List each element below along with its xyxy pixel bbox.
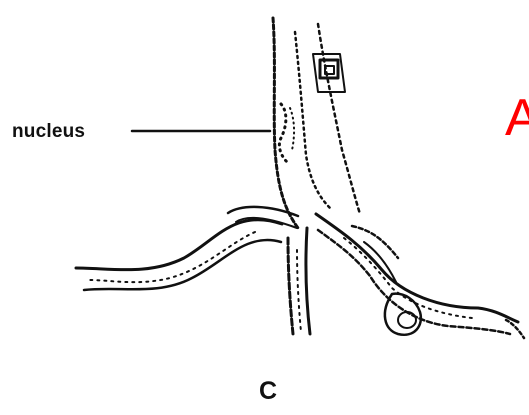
left-branch-upper-edge bbox=[76, 220, 282, 270]
left-branch-lower-edge bbox=[84, 240, 281, 290]
marker-label: A bbox=[505, 92, 529, 144]
cell-body-right-edge bbox=[318, 24, 360, 214]
nucleus-dots-2 bbox=[290, 108, 294, 150]
upper-right-nucleus bbox=[320, 60, 338, 78]
panel-label: C bbox=[259, 377, 277, 406]
right-branch-lower-edge bbox=[318, 230, 510, 334]
right-upper-spur bbox=[352, 226, 398, 258]
left-upper-branch-2 bbox=[236, 218, 297, 228]
left-branch-texture bbox=[90, 232, 255, 282]
right-lower-bulb-inner bbox=[398, 312, 416, 328]
center-branch-left-edge bbox=[288, 238, 293, 334]
nucleus-label: nucleus bbox=[12, 121, 85, 143]
center-branch-middle bbox=[297, 250, 301, 332]
nucleus-dots bbox=[279, 104, 287, 162]
center-branch-right-edge bbox=[306, 228, 310, 334]
right-tail bbox=[506, 320, 524, 338]
